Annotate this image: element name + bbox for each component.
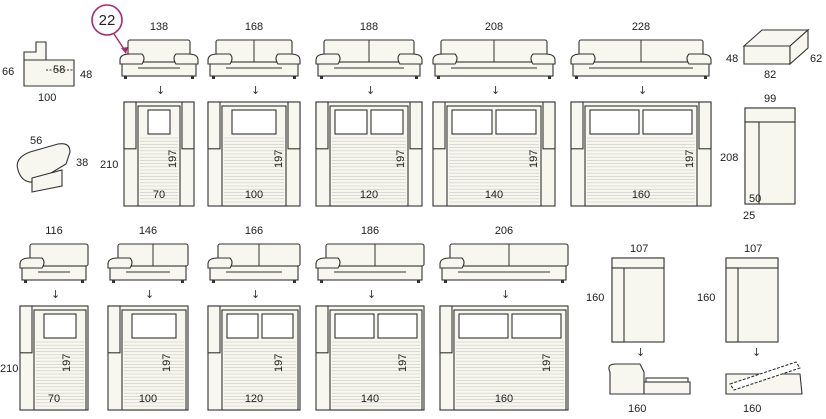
row1-bed-width-1: 70 bbox=[153, 189, 165, 201]
row1-bed-width-4: 140 bbox=[485, 189, 503, 201]
row2-bed-length-3: 197 bbox=[273, 354, 285, 372]
row1-bed-width-2: 100 bbox=[245, 189, 263, 201]
row2-bed-width-2: 100 bbox=[139, 393, 157, 405]
chaise-unit-1: 107 160 ↓ 160 bbox=[586, 243, 691, 415]
callout-number: 22 bbox=[99, 12, 116, 29]
row1-bed-length-1: 197 bbox=[167, 150, 179, 168]
row1-unit-5: 228 ↓ 197 160 bbox=[570, 21, 712, 207]
row-1-sofa-beds: 138↓19770210168↓197100188↓197120208↓1971… bbox=[100, 21, 712, 207]
arm-depth-label: 48 bbox=[80, 69, 92, 81]
arm-detail: 66 58 48 100 bbox=[2, 41, 92, 104]
arrow-down-icon: ↓ bbox=[366, 84, 375, 97]
arrow-down-icon: ↓ bbox=[51, 288, 60, 301]
row2-width-2: 146 bbox=[139, 225, 157, 237]
row1-unit-2: 168 ↓ 197 100 bbox=[207, 21, 301, 207]
arrow-down-icon: ↓ bbox=[501, 288, 510, 301]
chaise-unit-2-width: 107 bbox=[744, 243, 762, 255]
chaise-detail: 99 208 50 25 bbox=[720, 93, 796, 222]
row2-width-3: 166 bbox=[245, 225, 263, 237]
row1-bed-width-5: 160 bbox=[632, 189, 650, 201]
row2-width-4: 186 bbox=[361, 225, 379, 237]
arrow-down-icon: ↓ bbox=[251, 288, 260, 301]
chaise-length-label: 208 bbox=[720, 152, 738, 164]
arm-height-label: 66 bbox=[2, 66, 14, 78]
chaise-unit-1-bed-width: 160 bbox=[628, 403, 646, 415]
row1-bed-length-2: 197 bbox=[273, 150, 285, 168]
chaise-unit-1-arrow: ↓ bbox=[636, 346, 645, 359]
row2-width-5: 206 bbox=[495, 225, 513, 237]
arm-seat-label: 58 bbox=[53, 64, 65, 76]
row2-unit-3: 166 ↓ 197 120 bbox=[207, 225, 301, 411]
arrow-down-icon: ↓ bbox=[367, 288, 376, 301]
cushion-height-label: 38 bbox=[76, 157, 88, 169]
row2-bed-length-1: 197 bbox=[61, 354, 73, 372]
row1-width-4: 208 bbox=[485, 21, 503, 33]
row2-unit-2: 146 ↓ 197 100 bbox=[107, 225, 189, 411]
row2-bed-width-3: 120 bbox=[245, 393, 263, 405]
row-2-sofa-beds: 116↓19770210146↓197100166↓197120186↓1971… bbox=[0, 225, 569, 411]
row2-bed-length-5: 197 bbox=[541, 354, 553, 372]
chaise-unit-2-length: 160 bbox=[697, 292, 715, 304]
cushion-width-label: 56 bbox=[30, 135, 42, 147]
row1-bed-length-4: 197 bbox=[528, 150, 540, 168]
row1-unit-1: 138 ↓ 197 70 210 bbox=[100, 21, 199, 207]
row1-unit-4: 208 ↓ 197 140 bbox=[432, 21, 556, 207]
arrow-down-icon: ↓ bbox=[491, 84, 500, 97]
chaise-unit-2-arrow: ↓ bbox=[752, 346, 761, 359]
chaise-base-label: 25 bbox=[743, 210, 755, 222]
callout-22: 22 bbox=[91, 4, 128, 54]
cushion-detail: 56 38 bbox=[16, 135, 88, 193]
row1-width-5: 228 bbox=[632, 21, 650, 33]
ottoman-detail: 48 62 82 bbox=[726, 28, 822, 81]
row1-depth: 210 bbox=[100, 159, 118, 171]
row2-unit-1: 116 ↓ 197 70 210 bbox=[0, 225, 89, 411]
row1-width-2: 168 bbox=[245, 21, 263, 33]
chaise-arm-label: 50 bbox=[749, 193, 761, 205]
row1-bed-width-3: 120 bbox=[360, 189, 378, 201]
chaise-unit-2-bed-width: 160 bbox=[743, 403, 761, 415]
row2-bed-width-4: 140 bbox=[361, 393, 379, 405]
ottoman-height-label: 48 bbox=[726, 53, 738, 65]
arrow-down-icon: ↓ bbox=[145, 288, 154, 301]
row2-unit-4: 186 ↓ 197 140 bbox=[315, 225, 425, 411]
chaise-unit-1-width: 107 bbox=[630, 243, 648, 255]
chaise-unit-2: 107 160 ↓ 160 bbox=[697, 243, 803, 415]
chaise-width-label: 99 bbox=[764, 93, 776, 105]
row2-bed-length-4: 197 bbox=[397, 354, 409, 372]
arrow-down-icon: ↓ bbox=[251, 84, 260, 97]
row1-bed-length-3: 197 bbox=[395, 150, 407, 168]
row1-unit-3: 188 ↓ 197 120 bbox=[315, 21, 423, 207]
ottoman-depth-label: 62 bbox=[810, 53, 822, 65]
row1-width-3: 188 bbox=[360, 21, 378, 33]
row2-width-1: 116 bbox=[45, 225, 63, 237]
ottoman-width-label: 82 bbox=[764, 69, 776, 81]
row2-bed-width-5: 160 bbox=[495, 393, 513, 405]
row1-width-1: 138 bbox=[150, 21, 168, 33]
row1-bed-length-5: 197 bbox=[684, 150, 696, 168]
arm-width-label: 100 bbox=[38, 92, 56, 104]
arrow-down-icon: ↓ bbox=[156, 84, 165, 97]
row2-bed-length-2: 197 bbox=[161, 354, 173, 372]
row2-unit-5: 206 ↓ 197 160 bbox=[439, 225, 569, 411]
row2-bed-width-1: 70 bbox=[48, 393, 60, 405]
row2-depth: 210 bbox=[0, 363, 18, 375]
chaise-unit-1-length: 160 bbox=[586, 292, 604, 304]
arrow-down-icon: ↓ bbox=[638, 84, 647, 97]
